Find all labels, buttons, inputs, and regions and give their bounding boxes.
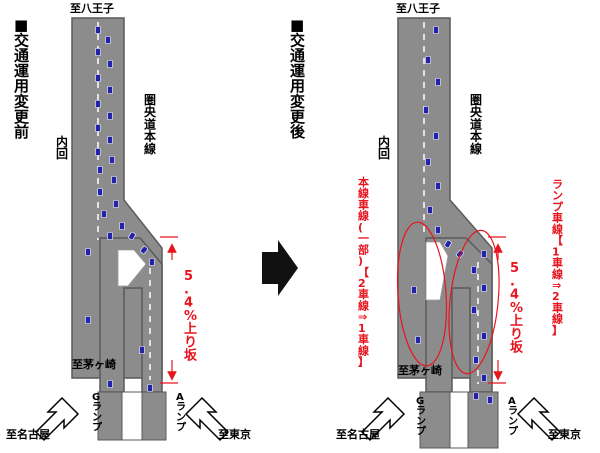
arrow-to-tokyo-icon	[516, 396, 562, 442]
ramp-highlight-ellipse	[448, 229, 500, 375]
vehicle-icon	[425, 158, 431, 166]
vehicle-icon	[433, 132, 439, 140]
vehicle-icon	[101, 210, 107, 218]
transition-arrow-icon	[262, 240, 298, 296]
vehicle-icon	[128, 231, 136, 241]
arrow-to-tokyo-icon	[184, 396, 230, 442]
vehicle-icon	[95, 124, 101, 132]
vehicle-icon	[423, 106, 429, 114]
vehicle-icon	[435, 78, 441, 86]
mainline-label: 圏央道本線	[144, 93, 157, 156]
arrow-to-nagoya-icon	[360, 396, 406, 442]
slope-label: 5.4%上り坂	[184, 269, 198, 364]
to-tokyo-label: 至東京	[218, 427, 251, 441]
vehicle-icon	[471, 266, 477, 274]
before-diagram	[71, 17, 178, 441]
vehicle-icon	[95, 148, 101, 156]
vehicle-icon	[111, 176, 117, 184]
vehicle-icon	[473, 392, 479, 400]
vehicle-icon	[444, 239, 452, 249]
vehicle-icon	[107, 112, 113, 120]
after-title: ■交通運用変更後	[289, 16, 306, 141]
vehicle-icon	[85, 316, 91, 324]
vehicle-icon	[427, 206, 433, 214]
before-title: ■交通運用変更前	[14, 16, 30, 141]
vehicle-icon	[97, 188, 103, 196]
vehicle-group	[411, 26, 493, 404]
vehicle-icon	[425, 56, 431, 64]
vehicle-icon	[97, 166, 103, 174]
vehicle-icon	[433, 26, 439, 34]
vehicle-icon	[107, 86, 113, 94]
vehicle-icon	[411, 286, 417, 294]
vehicle-icon	[95, 100, 101, 108]
vehicle-icon	[95, 74, 101, 82]
a-ramp-road	[467, 391, 499, 449]
vehicle-icon	[481, 332, 487, 340]
vehicle-icon	[107, 136, 113, 144]
vehicle-icon	[113, 200, 119, 208]
vehicle-icon	[139, 346, 145, 354]
vehicle-icon	[435, 182, 441, 190]
bottom-destination-label: 至茅ヶ崎	[398, 363, 442, 377]
vehicle-icon	[109, 156, 115, 164]
bottom-destination-label: 至茅ヶ崎	[72, 357, 116, 371]
vehicle-icon	[107, 380, 113, 388]
vehicle-icon	[105, 36, 111, 44]
vehicle-icon	[415, 336, 421, 344]
vehicle-icon	[119, 222, 125, 230]
inner-loop-label: 内回	[56, 134, 68, 161]
vehicle-icon	[85, 248, 91, 256]
vehicle-icon	[149, 258, 155, 266]
vehicle-group	[85, 26, 155, 392]
mainline-highlight-ellipse	[396, 221, 448, 367]
vehicle-icon	[95, 26, 101, 34]
vehicle-icon	[107, 60, 113, 68]
vehicle-icon	[95, 48, 101, 56]
to-nagoya-label: 至名古屋	[6, 427, 50, 441]
vehicle-icon	[481, 374, 487, 382]
to-tokyo-label: 至東京	[548, 427, 581, 441]
mainline-label: 圏央道本線	[470, 93, 483, 156]
slope-label: 5.4%上り坂	[510, 261, 524, 356]
vehicle-icon	[107, 232, 113, 240]
vehicle-icon	[139, 245, 149, 255]
vehicle-icon	[147, 384, 153, 392]
top-destination-label: 至八王子	[396, 2, 440, 15]
vehicle-icon	[435, 226, 441, 234]
vehicle-icon	[481, 284, 487, 292]
vehicle-icon	[471, 306, 477, 314]
gore-area	[117, 249, 147, 287]
vehicle-icon	[487, 396, 493, 404]
inner-loop-label: 内回	[378, 134, 390, 161]
vehicle-icon	[473, 356, 479, 364]
to-nagoya-label: 至名古屋	[336, 427, 380, 441]
a-ramp-road	[141, 391, 167, 441]
top-destination-label: 至八王子	[70, 2, 114, 15]
arrow-to-nagoya-icon	[34, 396, 80, 442]
after-diagram	[396, 17, 506, 449]
vehicle-icon	[481, 250, 487, 258]
